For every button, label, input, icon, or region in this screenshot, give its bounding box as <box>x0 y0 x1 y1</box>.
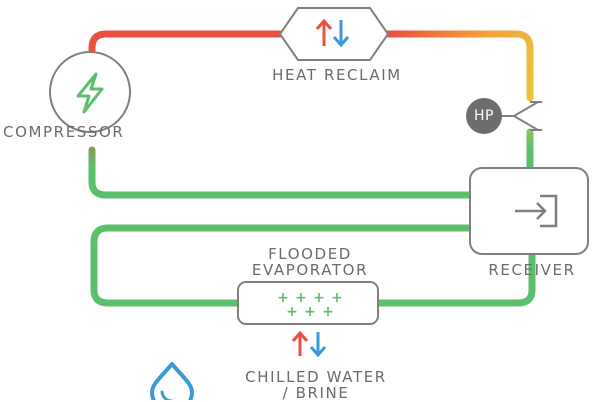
plus-grid-icon: ++ ++ ++ + <box>277 290 343 320</box>
pipe-evaporator-loop <box>90 224 474 307</box>
heat-reclaim <box>278 7 390 61</box>
pipe-left-upper <box>88 30 284 72</box>
flooded-label-line1: FLOODED <box>268 245 352 263</box>
svg-text:+: + <box>304 304 316 320</box>
svg-text:+: + <box>322 304 334 320</box>
pipe-compressor-to-receiver <box>88 146 474 199</box>
svg-text:+: + <box>331 290 343 306</box>
pressure-branch-icon <box>512 101 539 131</box>
pipe-receiver-to-evaporator <box>374 250 536 307</box>
flooded-evaporator: ++ ++ ++ + <box>237 281 379 325</box>
lightning-bolt-icon <box>76 72 104 114</box>
compressor <box>49 51 131 133</box>
water-drop-highlight <box>160 390 174 400</box>
compressor-label: COMPRESSOR <box>3 123 125 141</box>
pipe-top-right <box>384 30 534 102</box>
hp-sensor <box>466 98 542 134</box>
receiver <box>469 167 589 255</box>
arrow-into-bracket-icon <box>515 194 558 228</box>
svg-text:+: + <box>286 304 298 320</box>
receiver-label: RECEIVER <box>488 261 576 279</box>
flooded-label-line2: EVAPORATOR <box>251 261 369 279</box>
svg-text:+: + <box>313 290 325 306</box>
heat-reclaim-label: HEAT RECLAIM <box>272 66 402 84</box>
water-drop-icon <box>150 362 194 400</box>
exchange-arrows-icon <box>291 330 327 358</box>
hp-label: HP <box>474 108 494 124</box>
chilled-label-line1: CHILLED WATER <box>245 368 387 386</box>
chilled-label-line2: / BRINE <box>282 384 350 402</box>
up-down-arrows-icon <box>315 18 350 48</box>
svg-text:+: + <box>277 290 289 306</box>
svg-text:+: + <box>295 290 307 306</box>
